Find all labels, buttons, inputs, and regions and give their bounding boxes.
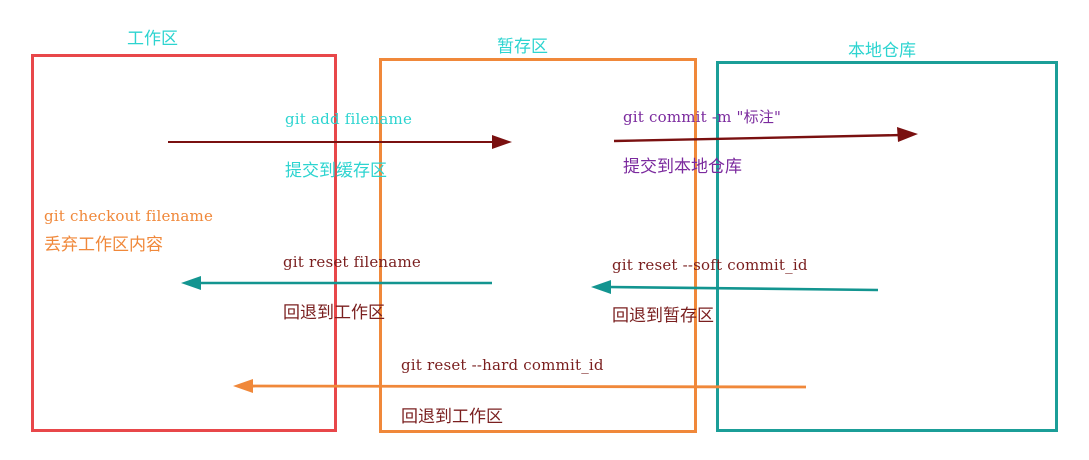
workspace-title: 工作区: [127, 29, 178, 49]
commit-description: 提交到本地仓库: [623, 157, 742, 177]
commit-arrow: [613, 127, 918, 143]
checkout-command: git checkout filename: [44, 207, 214, 225]
reset-file-command: git reset filename: [283, 253, 421, 271]
reset-hard-description: 回退到工作区: [401, 407, 503, 427]
commit-command: git commit -m "标注": [623, 108, 782, 126]
local-repo-title: 本地仓库: [848, 41, 916, 61]
reset-file-arrow: [181, 276, 492, 290]
workspace-box: [31, 54, 337, 432]
reset-soft-description: 回退到暂存区: [612, 306, 714, 326]
staging-box: [379, 58, 697, 433]
reset-file-description: 回退到工作区: [283, 303, 385, 323]
add-command: git add filename: [285, 110, 413, 128]
staging-title: 暂存区: [497, 37, 548, 57]
reset-soft-command: git reset --soft commit_id: [612, 256, 808, 274]
add-arrow: [168, 135, 512, 149]
reset-hard-arrow: [233, 379, 807, 393]
add-description: 提交到缓存区: [285, 161, 387, 181]
reset-hard-command: git reset --hard commit_id: [401, 356, 604, 374]
reset-soft-arrow: [591, 280, 879, 294]
local-repo-box: [716, 61, 1058, 432]
checkout-description: 丢弃工作区内容: [44, 235, 163, 255]
